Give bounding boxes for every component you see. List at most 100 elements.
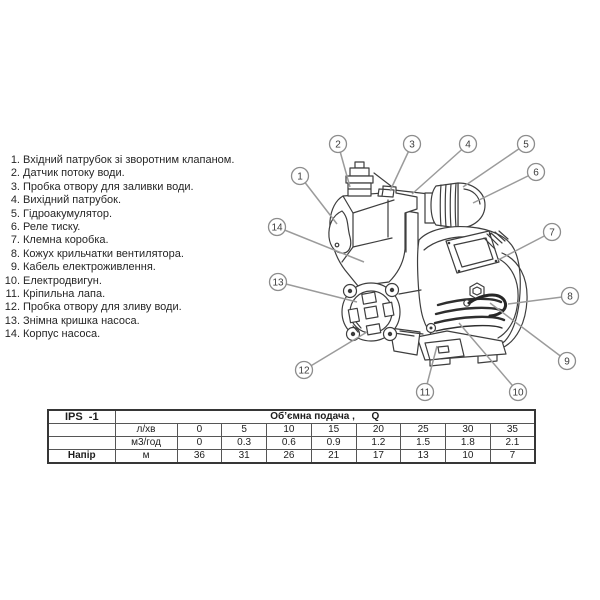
callout-circle-6 xyxy=(526,162,546,182)
part-number: 5. xyxy=(10,207,20,220)
parts-list-item: 4. Вихідний патрубок. xyxy=(0,194,234,207)
part-label: Електродвигун. xyxy=(23,274,102,287)
callout-leader-7 xyxy=(497,231,553,261)
callout-leader-1 xyxy=(299,175,338,225)
value-cell: 7 xyxy=(489,449,536,464)
callout-circle-4 xyxy=(458,134,478,154)
value-cell: 35 xyxy=(489,423,536,437)
part-number: 9. xyxy=(10,261,20,274)
flow-header-cell: Об’ємна подача , Q xyxy=(114,409,536,424)
check-valve xyxy=(345,161,374,197)
value-cell: 31 xyxy=(221,449,267,464)
part-label: Пробка отвору для зливу води. xyxy=(23,301,182,314)
unit-cell: л/хв xyxy=(114,423,178,437)
callout-circle-11 xyxy=(415,382,435,402)
part-label: Датчик потоку води. xyxy=(23,167,125,180)
callout-number-7: 7 xyxy=(549,228,555,239)
value-cell: 26 xyxy=(266,449,312,464)
value-cell: 1.8 xyxy=(445,436,491,450)
callout-3: 3 xyxy=(402,134,422,154)
callout-number-11: 11 xyxy=(420,388,431,399)
callout-circle-8 xyxy=(560,286,580,306)
callout-number-14: 14 xyxy=(271,223,283,234)
callout-leader-14 xyxy=(276,226,365,263)
callout-leader-10 xyxy=(458,322,519,393)
callout-number-8: 8 xyxy=(567,292,573,303)
value-cell: 10 xyxy=(445,449,491,464)
callout-7: 7 xyxy=(542,222,562,242)
part-label: Корпус насоса. xyxy=(23,328,101,341)
unit-cell: м3/год xyxy=(114,436,178,450)
callout-2: 2 xyxy=(328,134,348,154)
callout-circle-5 xyxy=(516,134,536,154)
part-number: 6. xyxy=(10,221,20,234)
callout-circle-3 xyxy=(402,134,422,154)
value-cell: 17 xyxy=(355,449,402,464)
callout-4: 4 xyxy=(458,134,478,154)
table-header-row: IPS -1 Об’ємна подача , Q xyxy=(47,409,536,424)
row-label-cell xyxy=(47,423,116,437)
value-cell: 5 xyxy=(221,423,267,437)
part-number: 12. xyxy=(4,301,20,314)
callout-13: 13 xyxy=(268,272,288,292)
parts-list-item: 7. Клемна коробка. xyxy=(0,234,234,247)
callout-5: 5 xyxy=(516,134,536,154)
part-number: 7. xyxy=(10,234,20,247)
callout-leader-4 xyxy=(411,143,469,195)
callout-1: 1 xyxy=(290,166,310,186)
part-label: Гідроакумулятор. xyxy=(23,207,113,220)
parts-list-item: 3. Пробка отвору для заливки води. xyxy=(0,181,234,194)
callout-circle-2 xyxy=(328,134,348,154)
part-label: Кабель електроживлення. xyxy=(23,261,156,274)
value-cell: 20 xyxy=(355,423,402,437)
parts-list-item: 14. Корпус насоса. xyxy=(0,328,234,341)
callout-number-12: 12 xyxy=(298,366,310,377)
parts-list-item: 1. Вхідний патрубок зі зворотним клапано… xyxy=(0,154,235,167)
parts-list-item: 10. Електродвигун. xyxy=(0,275,234,288)
callout-12: 12 xyxy=(294,360,314,380)
callout-number-2: 2 xyxy=(335,140,341,151)
callout-leader-12 xyxy=(303,331,368,371)
callout-circle-14 xyxy=(267,217,287,237)
vent-hatch xyxy=(483,230,509,250)
part-number: 1. xyxy=(10,154,20,166)
value-cell: 13 xyxy=(400,449,446,464)
power-cable xyxy=(463,293,507,318)
cover-slots xyxy=(347,291,395,336)
callout-leader-5 xyxy=(462,143,527,188)
part-label: Кожух крильчатки вентилятора. xyxy=(23,247,184,260)
part-label: Пробка отвору для заливки води. xyxy=(23,180,194,193)
parts-list-item: 8. Кожух крильчатки вентилятора. xyxy=(0,248,234,261)
value-cell: 30 xyxy=(445,423,491,437)
fan-cover xyxy=(497,252,528,349)
callout-leader-9 xyxy=(489,302,568,362)
parts-list: 1. Вхідний патрубок зі зворотним клапано… xyxy=(0,154,235,342)
value-cell: 1.5 xyxy=(400,436,446,450)
value-cell: 10 xyxy=(266,423,312,437)
part-number: 13. xyxy=(4,314,20,327)
part-label: Кріпильна лапа. xyxy=(23,288,106,301)
callout-leader-13 xyxy=(277,281,358,303)
part-number: 2. xyxy=(10,167,20,180)
value-cell: 25 xyxy=(400,423,446,437)
value-cell: 1.2 xyxy=(355,436,402,450)
callout-circle-10 xyxy=(508,382,528,402)
support-bracket xyxy=(389,327,421,356)
parts-list-item: 5. Гідроакумулятор. xyxy=(0,208,234,221)
callout-number-1: 1 xyxy=(297,172,303,183)
pump-cover xyxy=(341,282,401,342)
unit-cell: м xyxy=(114,449,178,464)
parts-list-item: 11. Кріпильна лапа. xyxy=(0,288,234,301)
callout-circle-1 xyxy=(290,166,310,186)
model-cell: IPS -1 xyxy=(47,409,116,424)
head-neck xyxy=(398,289,424,335)
callout-9: 9 xyxy=(557,351,577,371)
part-label: Знімна кришка насоса. xyxy=(23,314,140,327)
part-number: 11. xyxy=(5,288,20,301)
callout-circle-9 xyxy=(557,351,577,371)
